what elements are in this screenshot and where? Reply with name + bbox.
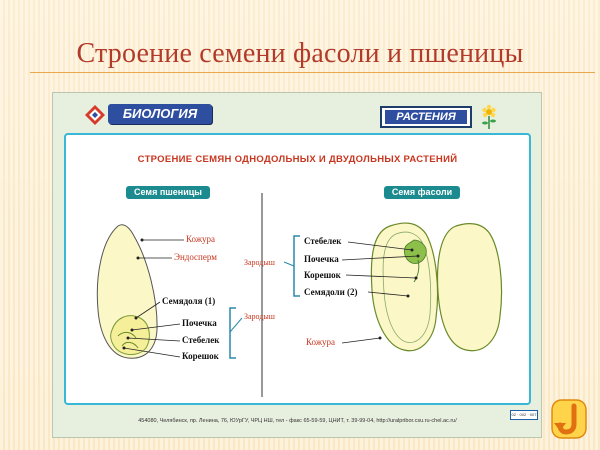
bean-label-cotyledons: Семядоли (2) bbox=[304, 287, 358, 297]
title-underline bbox=[30, 72, 595, 73]
wheat-label-root: Корешок bbox=[182, 351, 219, 361]
wheat-heading: Семя пшеницы bbox=[126, 186, 210, 199]
bean-embryo-shape bbox=[404, 239, 427, 264]
bean-label-seed-coat: Кожура bbox=[306, 337, 336, 347]
bean-heading: Семя фасоли bbox=[384, 186, 460, 199]
wheat-label-bud: Почечка bbox=[182, 318, 217, 328]
wheat-label-cotyledon: Семядоля (1) bbox=[162, 296, 216, 306]
leader-wheat-bud bbox=[131, 323, 181, 331]
wheat-label-endosperm: Эндосперм bbox=[174, 252, 217, 262]
leader-bean-root bbox=[345, 274, 417, 279]
leader-bean-bud bbox=[341, 255, 419, 261]
publisher-logo-icon bbox=[85, 105, 105, 125]
section-badge: РАСТЕНИЯ bbox=[380, 106, 472, 128]
leader-wheat-stem bbox=[127, 337, 181, 342]
poster-subtitle: СТРОЕНИЕ СЕМЯН ОДНОДОЛЬНЫХ И ДВУДОЛЬНЫХ … bbox=[137, 154, 458, 165]
wheat-label-seed-coat: Кожура bbox=[186, 234, 216, 244]
poster-code: 02 · 002 · 007 bbox=[510, 410, 538, 420]
poster-footer: 454080, Челябинск, пр. Ленина, 76, ЮУрГУ… bbox=[138, 418, 457, 424]
flower-icon bbox=[482, 104, 496, 129]
section-label: РАСТЕНИЯ bbox=[385, 110, 467, 124]
brand-label: БИОЛОГИЯ bbox=[108, 104, 212, 124]
wheat-embryo-note: Зародыш bbox=[244, 312, 275, 321]
leader-wheat-root bbox=[123, 347, 181, 358]
wheat-label-stem: Стебелек bbox=[182, 335, 220, 345]
leader-bean-cotyledons bbox=[367, 291, 409, 297]
leader-wheat-cotyledon bbox=[135, 301, 161, 319]
wheat-embryo-root bbox=[121, 341, 139, 349]
slide-title: Строение семени фасоли и пшеницы bbox=[76, 38, 524, 69]
leader-bean-stem bbox=[347, 241, 413, 251]
bean-right-half bbox=[436, 223, 503, 352]
wheat-embryo-shape bbox=[110, 315, 150, 355]
bean-label-root: Корешок bbox=[304, 270, 341, 280]
leader-bean-coat bbox=[341, 337, 381, 344]
wheat-embryo-shoot bbox=[117, 331, 137, 339]
return-arrow-icon[interactable] bbox=[550, 398, 588, 440]
bean-label-stem: Стебелек bbox=[304, 236, 342, 246]
bean-label-bud: Почечка bbox=[304, 254, 339, 264]
bean-embryo-bracket bbox=[293, 235, 300, 297]
wheat-embryo-bracket bbox=[229, 307, 236, 359]
bean-embryo-note: Зародыш bbox=[244, 258, 275, 267]
